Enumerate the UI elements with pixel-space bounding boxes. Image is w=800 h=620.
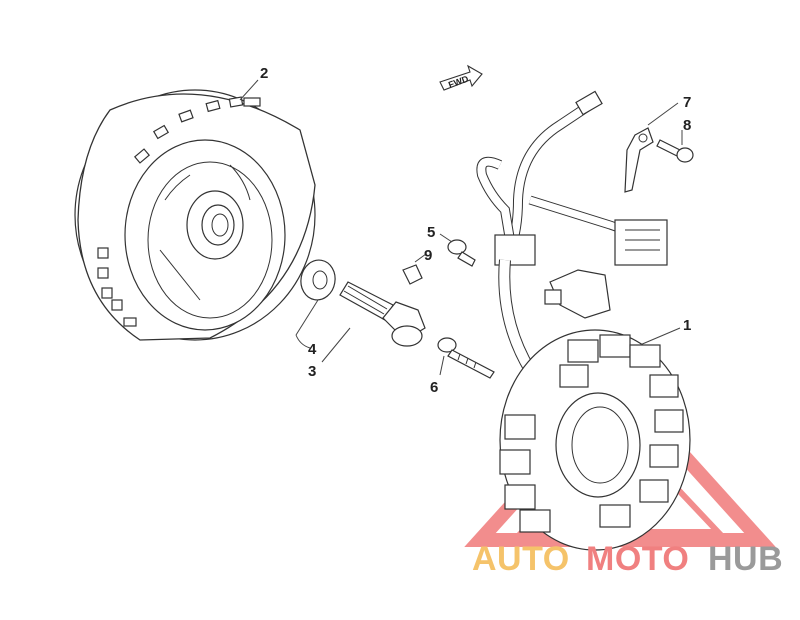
logo-auto: AUTO bbox=[472, 540, 570, 578]
watermark-logo: AUTO MOTO HUB bbox=[472, 540, 783, 578]
logo-moto: MOTO bbox=[586, 540, 689, 578]
bolt-8-part bbox=[656, 130, 694, 163]
washer-part bbox=[295, 259, 336, 349]
logo-hub: HUB bbox=[708, 540, 783, 578]
callout-5: 5 bbox=[427, 224, 435, 241]
bracket-7-part bbox=[624, 102, 679, 193]
callout-6: 6 bbox=[430, 379, 438, 396]
callout-3: 3 bbox=[308, 363, 316, 380]
direction-label: FWD bbox=[447, 73, 470, 90]
clip-9-part bbox=[402, 253, 427, 285]
flywheel-bolt-part bbox=[321, 281, 426, 363]
flywheel-part bbox=[74, 79, 316, 341]
callout-9: 9 bbox=[424, 247, 432, 264]
callout-1: 1 bbox=[683, 317, 691, 334]
callout-2: 2 bbox=[260, 65, 268, 82]
screw-6-part bbox=[437, 337, 495, 379]
callout-7: 7 bbox=[683, 94, 691, 111]
callout-8: 8 bbox=[683, 117, 691, 134]
forward-arrow-icon: FWD bbox=[439, 64, 483, 91]
stator-part bbox=[476, 90, 691, 551]
screw-5-part bbox=[439, 233, 476, 267]
callout-4: 4 bbox=[308, 341, 317, 358]
